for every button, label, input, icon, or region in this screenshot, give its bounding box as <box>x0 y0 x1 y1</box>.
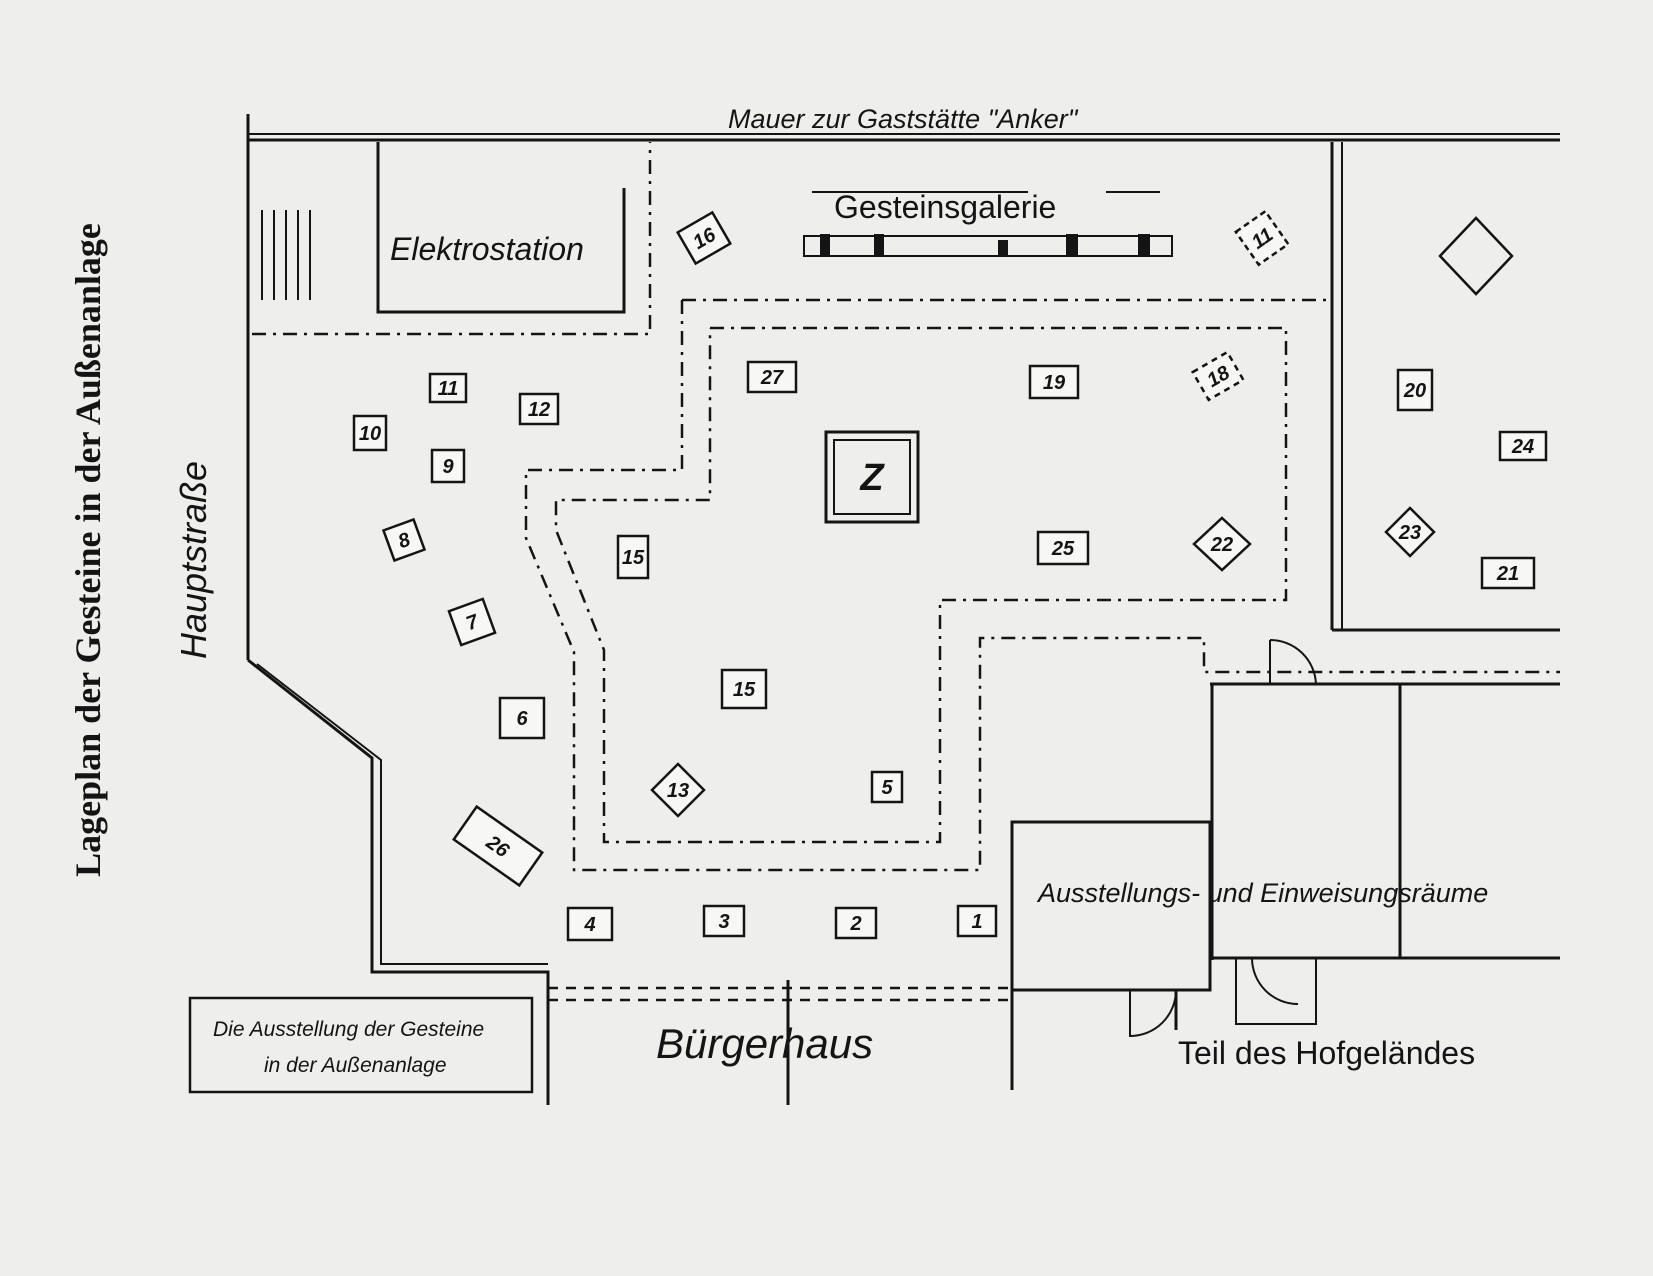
marker-25: 25 <box>1036 530 1090 566</box>
marker-number: 4 <box>583 914 595 936</box>
marker-15a: 15 <box>616 534 650 580</box>
legend-line-2: in der Außenanlage <box>264 1054 447 1077</box>
courtyard-walls <box>1330 142 1560 632</box>
marker-21: 21 <box>1480 556 1536 590</box>
marker-15b: 15 <box>720 668 768 710</box>
marker-number: 15 <box>622 547 645 569</box>
marker-16: 16 <box>675 210 733 266</box>
hofgelaende-label: Teil des Hofgeländes <box>1178 1035 1475 1071</box>
marker-24: 24 <box>1498 430 1548 462</box>
marker-number: 21 <box>1496 563 1519 585</box>
marker-23: 23 <box>1384 506 1436 558</box>
wall-label: Mauer zur Gaststätte "Anker" <box>728 104 1079 134</box>
path-boundaries <box>252 142 1560 1002</box>
marker-number: 2 <box>849 913 861 935</box>
marker-number: 13 <box>667 780 689 802</box>
central-label: Z <box>859 457 885 499</box>
marker-number: 23 <box>1398 522 1421 544</box>
elektrostation <box>376 142 626 314</box>
marker-22: 22 <box>1192 516 1252 572</box>
marker-4: 4 <box>566 906 614 942</box>
marker-number: 22 <box>1210 534 1233 556</box>
marker-2: 2 <box>834 906 878 940</box>
courtyard-feature-icon <box>1438 216 1514 296</box>
stairs-icon <box>261 210 311 300</box>
marker-number: 9 <box>442 456 454 478</box>
marker-11b: 11 <box>1234 209 1290 267</box>
legend-box: Die Ausstellung der Gesteine in der Auße… <box>188 996 534 1094</box>
marker-number: 3 <box>718 911 729 933</box>
marker-11a: 11 <box>428 372 468 404</box>
marker-7: 7 <box>447 597 497 647</box>
marker-26: 26 <box>452 804 544 888</box>
marker-number: 10 <box>359 423 381 445</box>
marker-27: 27 <box>746 360 798 394</box>
marker-8: 8 <box>381 517 427 563</box>
marker-number: 15 <box>733 679 756 701</box>
ausstellungsraeume-label: Ausstellungs- und Einweisungsräume <box>1036 878 1488 908</box>
marker-number: 20 <box>1403 380 1426 402</box>
central-stone-marker: Z <box>824 430 920 524</box>
marker-number: 5 <box>881 777 893 799</box>
legend-line-1: Die Ausstellung der Gesteine <box>213 1018 484 1041</box>
gesteinsgalerie-label: Gesteinsgalerie <box>834 189 1056 225</box>
marker-20: 20 <box>1396 368 1434 412</box>
marker-3: 3 <box>702 904 746 938</box>
marker-number: 12 <box>528 399 550 421</box>
plan-title: Lageplan der Gesteine in der Außenanlage <box>68 223 108 877</box>
marker-number: 11 <box>438 378 459 400</box>
marker-number: 19 <box>1043 372 1066 394</box>
elektrostation-label: Elektrostation <box>390 231 584 267</box>
marker-19: 19 <box>1028 364 1080 400</box>
marker-12: 12 <box>518 392 560 426</box>
marker-10: 10 <box>352 414 388 452</box>
marker-13: 13 <box>650 762 706 818</box>
buildings <box>786 638 1560 1105</box>
gesteinsgalerie-strip <box>803 191 1173 257</box>
hauptstrasse-label: Hauptstraße <box>173 461 214 659</box>
marker-6: 6 <box>498 696 546 740</box>
marker-1: 1 <box>956 904 998 938</box>
marker-number: 25 <box>1051 538 1075 560</box>
marker-9: 9 <box>430 448 466 484</box>
marker-number: 6 <box>516 708 528 730</box>
buergerhaus-label: Bürgerhaus <box>656 1020 873 1067</box>
marker-18: 18 <box>1190 350 1246 402</box>
outer-walls <box>246 114 1560 1105</box>
marker-number: 27 <box>760 367 784 389</box>
marker-number: 1 <box>971 911 982 933</box>
marker-5: 5 <box>870 770 904 804</box>
marker-number: 24 <box>1511 436 1534 458</box>
